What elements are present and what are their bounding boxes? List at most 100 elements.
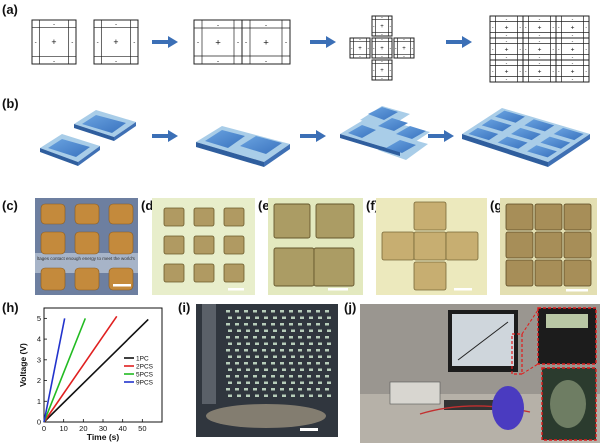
- led: [273, 316, 277, 319]
- panel-label-f: (f): [366, 198, 379, 213]
- led: [253, 349, 257, 352]
- polarity-minus: -: [519, 25, 521, 31]
- led: [235, 310, 239, 313]
- polarity-minus: -: [506, 61, 508, 67]
- led: [298, 336, 302, 339]
- led: [316, 336, 320, 339]
- unit-square: +----: [522, 37, 557, 61]
- pad-tile: [553, 127, 584, 141]
- unit-square: +----: [489, 15, 524, 39]
- polarity-plus: +: [538, 46, 542, 53]
- pad-pair: [196, 126, 290, 167]
- led: [307, 388, 311, 391]
- polarity-minus: -: [539, 55, 541, 61]
- led: [282, 368, 286, 371]
- polarity-minus: -: [133, 39, 135, 46]
- polarity-minus: -: [71, 39, 73, 46]
- x-axis-label: Time (s): [87, 432, 120, 442]
- led: [307, 323, 311, 326]
- led: [280, 323, 284, 326]
- polarity-minus: -: [373, 46, 375, 52]
- polarity-minus: -: [539, 17, 541, 23]
- led: [280, 336, 284, 339]
- led: [316, 349, 320, 352]
- polarity-plus: +: [505, 46, 509, 53]
- led: [255, 394, 259, 397]
- led: [271, 375, 275, 378]
- polarity-minus: -: [506, 55, 508, 61]
- led: [280, 388, 284, 391]
- led: [307, 375, 311, 378]
- led: [309, 316, 313, 319]
- pad-single-right: [74, 110, 136, 141]
- polarity-minus: -: [403, 37, 405, 43]
- led: [318, 368, 322, 371]
- polarity-minus: -: [506, 17, 508, 23]
- led: [271, 362, 275, 365]
- led: [237, 355, 241, 358]
- led: [325, 323, 329, 326]
- led: [253, 336, 257, 339]
- led: [262, 310, 266, 313]
- led: [255, 329, 259, 332]
- pad-tile: [524, 119, 555, 132]
- led: [246, 394, 250, 397]
- polarity-minus: -: [115, 21, 117, 28]
- led: [291, 381, 295, 384]
- polarity-minus: -: [539, 77, 541, 83]
- polarity-minus: -: [492, 47, 494, 53]
- x-tick-label: 30: [99, 424, 107, 433]
- led: [228, 381, 232, 384]
- polarity-minus: -: [519, 69, 521, 75]
- pad-tile: [511, 127, 541, 141]
- led: [255, 368, 259, 371]
- led: [327, 394, 331, 397]
- polarity-plus: +: [505, 68, 509, 75]
- led: [291, 394, 295, 397]
- polarity-plus: +: [380, 24, 384, 30]
- led: [291, 329, 295, 332]
- led: [300, 329, 304, 332]
- unit-square: +----: [241, 19, 291, 65]
- led: [300, 368, 304, 371]
- led: [280, 310, 284, 313]
- led: [228, 394, 232, 397]
- series-line-1pc: [43, 318, 149, 423]
- series-line-5pcs: [43, 318, 87, 423]
- polarity-minus: -: [53, 21, 55, 28]
- unit-square: +----: [93, 19, 139, 65]
- unit-square: +----: [371, 59, 393, 82]
- led: [273, 329, 277, 332]
- panel-label-b: (b): [2, 96, 19, 111]
- panel-label-h: (h): [2, 300, 19, 315]
- led: [316, 388, 320, 391]
- led: [273, 381, 277, 384]
- led: [309, 329, 313, 332]
- legend-label: 2PCS: [136, 363, 154, 370]
- led: [289, 375, 293, 378]
- arrow-icon: [152, 130, 178, 142]
- led: [253, 310, 257, 313]
- led: [264, 394, 268, 397]
- led: [228, 368, 232, 371]
- unit-square: +----: [555, 37, 590, 61]
- polarity-minus: -: [115, 58, 117, 65]
- arrow-icon: [446, 36, 472, 48]
- panel-label-c: (c): [2, 198, 18, 213]
- unit-square: +----: [555, 59, 590, 83]
- pad-tile: [495, 110, 525, 123]
- polarity-plus: +: [402, 46, 406, 52]
- legend-label: 5PCS: [136, 371, 154, 378]
- led: [226, 349, 230, 352]
- led: [262, 375, 266, 378]
- panel-label-i: (i): [178, 300, 191, 315]
- legend-label: 1PC: [136, 355, 149, 362]
- photo-j: [360, 304, 600, 443]
- polarity-minus: -: [389, 46, 391, 52]
- led: [307, 310, 311, 313]
- led: [300, 394, 304, 397]
- polarity-minus: -: [492, 69, 494, 75]
- led: [325, 375, 329, 378]
- y-axis-label: Voltage (V): [18, 343, 28, 387]
- unit-square: +----: [371, 37, 393, 60]
